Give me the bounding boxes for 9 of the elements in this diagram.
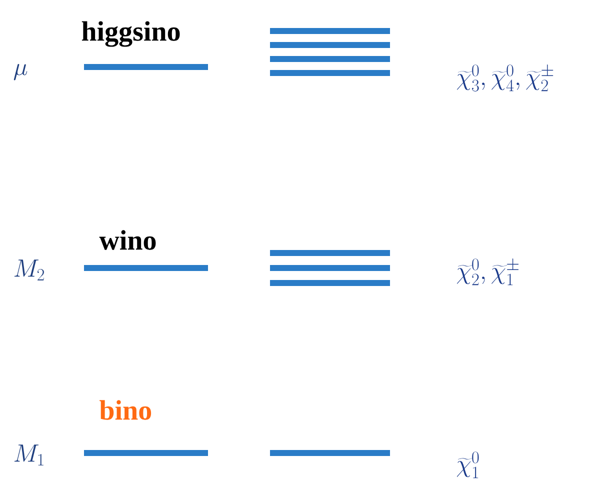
state-label: bino xyxy=(100,400,152,420)
state-label: higgsino xyxy=(82,21,180,47)
particle-label: $\widetilde{\chi}^{0}_{2}, \widetilde{\chi}^{\pm}_{1}$ xyxy=(456,258,519,286)
parameter-label: $M_{1}$ xyxy=(14,444,44,466)
parameter-label: $M_{2}$ xyxy=(14,260,44,280)
particle-label: $\widetilde{\chi}^{0}_{1}$ xyxy=(456,452,479,478)
state-label: wino xyxy=(99,230,156,250)
parameter-label: $\mu$ xyxy=(14,64,28,80)
particle-label: $\widetilde{\chi}^{0}_{3}, \widetilde{\chi}^{0}_{4}, \widetilde{\chi}^{\pm}_{2}$ xyxy=(456,64,554,92)
